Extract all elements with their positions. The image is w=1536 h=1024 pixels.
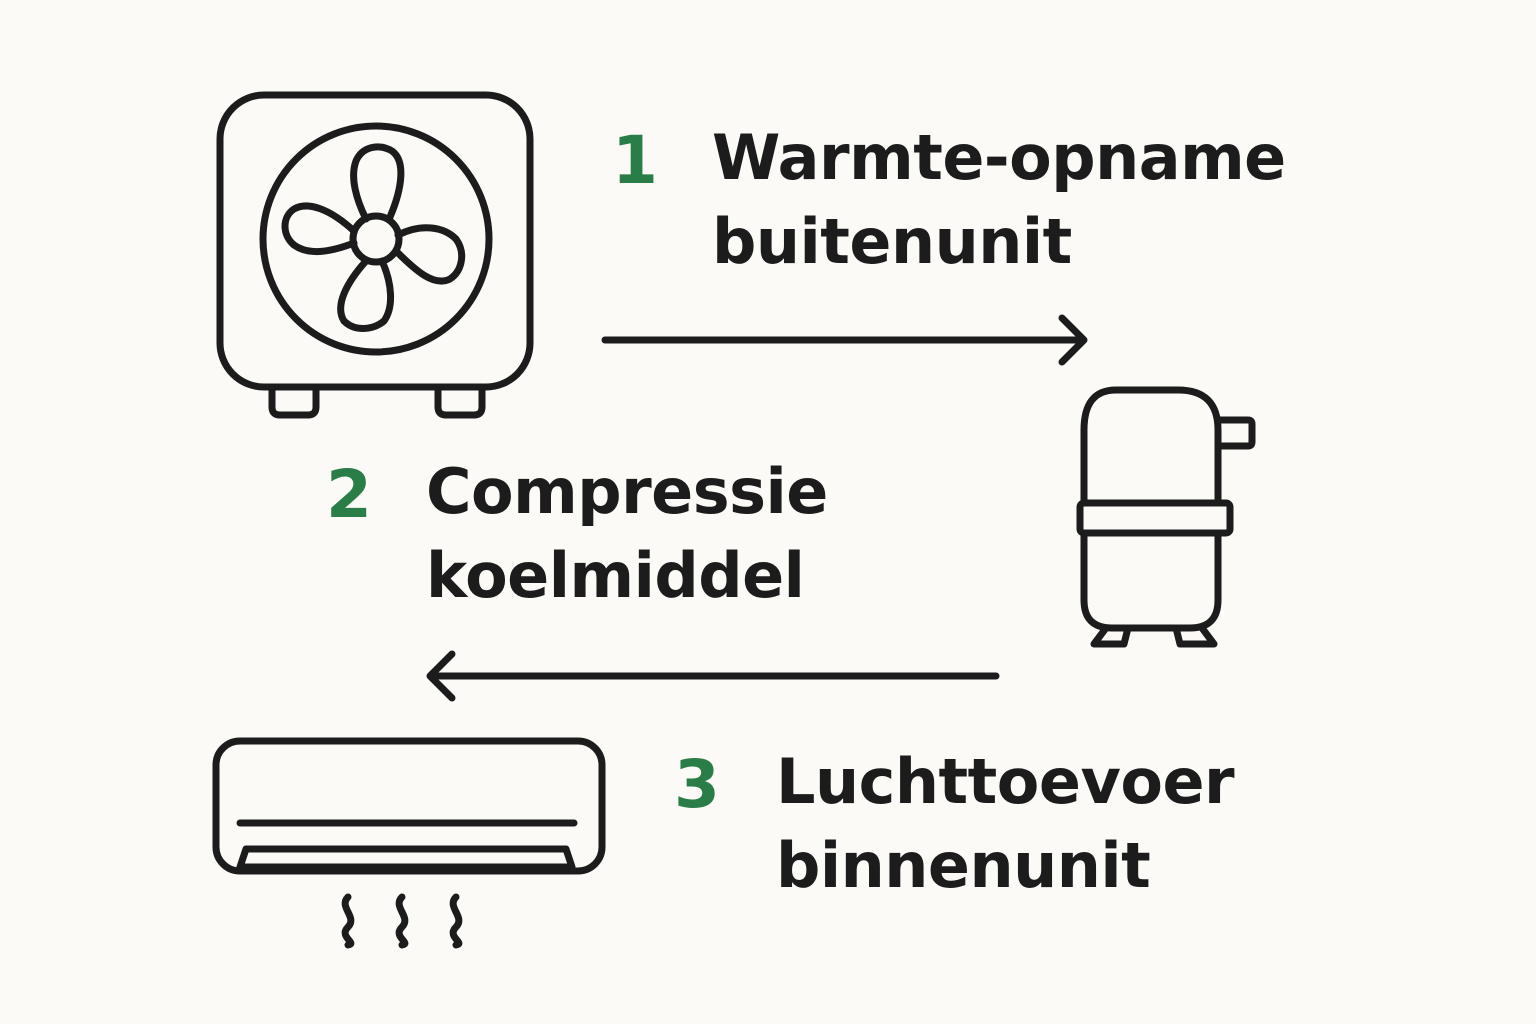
step-1-label: Warmte-opname buitenunit xyxy=(712,116,1286,284)
indoor-unit-ac-icon xyxy=(212,737,606,949)
step-1-label-line2: buitenunit xyxy=(712,205,1072,278)
step-1-number: 1 xyxy=(612,122,658,199)
step-2-number: 2 xyxy=(326,456,372,533)
compressor-icon xyxy=(1076,386,1256,648)
step-2-label-line2: koelmiddel xyxy=(426,539,805,612)
step-1-label-line1: Warmte-opname xyxy=(712,121,1286,194)
outdoor-unit-fan-icon xyxy=(216,91,534,419)
step-3-label-line1: Luchttoevoer xyxy=(776,745,1235,818)
step-3-label-line2: binnenunit xyxy=(776,829,1151,902)
arrow-right-icon xyxy=(601,314,1088,366)
step-2-label: Compressie koelmiddel xyxy=(426,450,828,618)
step-3-label: Luchttoevoer binnenunit xyxy=(776,740,1235,908)
step-3-number: 3 xyxy=(674,746,720,823)
arrow-left-icon xyxy=(426,650,1000,702)
step-2-label-line1: Compressie xyxy=(426,455,828,528)
